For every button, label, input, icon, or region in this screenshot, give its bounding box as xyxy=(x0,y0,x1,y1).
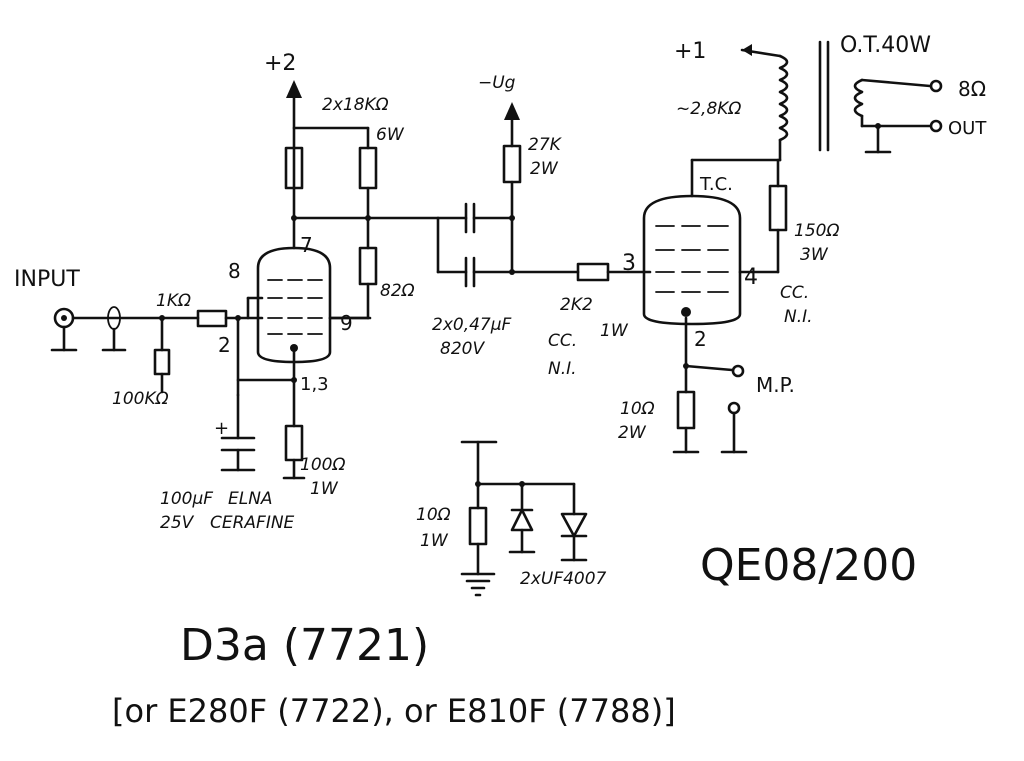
out-ohm-label: 8Ω xyxy=(958,77,986,101)
cap-coupling-volt-label: 820V xyxy=(440,339,485,359)
cap-series-label: CERAFINE xyxy=(210,513,295,533)
r-gnd-watt-label: 1W xyxy=(420,531,449,551)
r-82-label: 82Ω xyxy=(380,281,415,301)
ot-primary xyxy=(778,54,789,142)
r-cathode-watt-label: 1W xyxy=(310,479,339,499)
r-grid-leak-label: 100KΩ xyxy=(112,389,169,409)
r-screen-type-1: CC. xyxy=(780,283,809,303)
ground-network xyxy=(460,440,588,597)
resistor-18k-a xyxy=(284,146,304,190)
resistor-100k xyxy=(153,348,171,376)
output-tube xyxy=(642,158,782,368)
diode-b-icon xyxy=(560,512,588,538)
pin-2-right-label: 2 xyxy=(694,327,707,351)
input-label: INPUT xyxy=(14,267,80,292)
r-cathode-label: 100Ω xyxy=(300,455,345,475)
mp-label: M.P. xyxy=(756,373,795,397)
pin-8-label: 8 xyxy=(228,259,241,283)
r-screen-type-2: N.I. xyxy=(784,307,813,327)
output-cathode xyxy=(672,363,748,454)
supply-plus2-label: +2 xyxy=(264,51,296,76)
ot-secondary xyxy=(853,78,864,118)
r-gnd-label: 10Ω xyxy=(416,505,451,525)
pin-9-label: 9 xyxy=(340,311,353,335)
cap-brand-label: ELNA xyxy=(228,489,273,509)
output-tube-title: QE08/200 xyxy=(700,540,917,591)
anode-network xyxy=(284,80,440,320)
resistor-27k xyxy=(502,144,522,184)
supply-plus1-label: +1 xyxy=(674,39,706,64)
r-anode-watt-label: 6W xyxy=(376,125,405,145)
ot-impedance-label: ~2,8KΩ xyxy=(676,99,741,119)
cathode-network xyxy=(220,316,306,480)
r-sense-watt-label: 2W xyxy=(618,423,647,443)
r-screen-label: 150Ω xyxy=(794,221,839,241)
cap-coupling-label: 2x0,47µF xyxy=(432,315,512,335)
pin-1-3-label: 1,3 xyxy=(300,374,329,395)
neg-ug-label: −Ug xyxy=(478,73,516,93)
cap-cathode-label: 100µF xyxy=(160,489,213,509)
pin-2-left-label: 2 xyxy=(218,333,231,357)
resistor-10ohm-sense xyxy=(676,390,696,430)
r-grid-stop-type-1: CC. xyxy=(548,331,577,351)
diode-a-icon xyxy=(510,508,534,532)
r-bias-label: 27K xyxy=(528,135,563,155)
r-input-label: 1KΩ xyxy=(156,291,191,311)
r-screen-watt-label: 3W xyxy=(800,245,829,265)
bias-feed xyxy=(502,102,522,220)
r-sense-label: 10Ω xyxy=(620,399,655,419)
resistor-10ohm-ground xyxy=(468,506,488,546)
pin-4-label: 4 xyxy=(744,265,758,290)
coupling-caps xyxy=(436,202,580,288)
r-bias-watt-label: 2W xyxy=(530,159,559,179)
resistor-18k-b xyxy=(358,146,378,190)
pin-7-label: 7 xyxy=(300,233,313,257)
diodes-label: 2xUF4007 xyxy=(520,569,607,589)
input-stage xyxy=(50,306,264,394)
r-grid-stop-label: 2K2 xyxy=(560,295,593,315)
screen-and-ot xyxy=(740,40,943,274)
alternatives-note: [or E280F (7722), or E810F (7788)] xyxy=(112,692,676,730)
out-label: OUT xyxy=(948,118,987,139)
tube-tc-label: T.C. xyxy=(699,174,733,195)
pin-3-label: 3 xyxy=(622,251,636,276)
grid-stopper xyxy=(576,262,652,282)
cap-plus-label: + xyxy=(214,418,229,439)
r-grid-stop-type-2: N.I. xyxy=(548,359,577,379)
ot-name-label: O.T.40W xyxy=(840,33,931,58)
driver-tube xyxy=(246,216,372,382)
resistor-1k xyxy=(196,309,228,328)
resistor-150ohm xyxy=(768,184,788,232)
driver-tube-title: D3a (7721) xyxy=(180,620,429,671)
r-grid-stop-watt-label: 1W xyxy=(600,321,629,341)
resistor-82ohm xyxy=(358,246,378,286)
r-anode-label: 2x18KΩ xyxy=(322,95,389,115)
resistor-2k2 xyxy=(576,262,610,282)
cap-cathode-volt-label: 25V xyxy=(160,513,195,533)
